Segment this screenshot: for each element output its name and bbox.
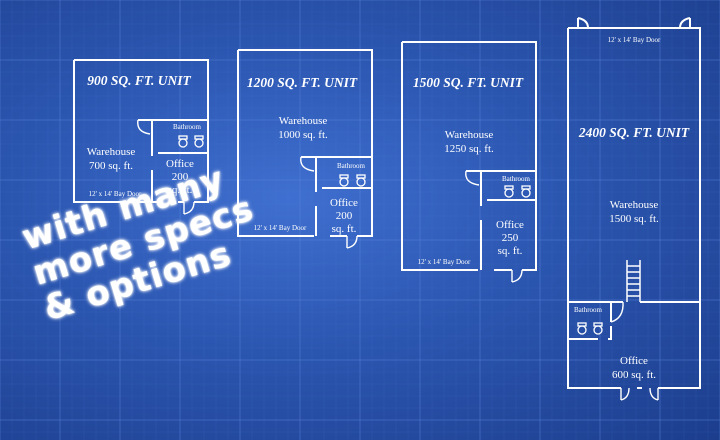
unit-1500-warehouse-label: Warehouse [445,129,494,141]
unit-2400-office-door-swing [610,301,624,323]
unit-900-bathroom-label: Bathroom [173,123,202,131]
unit-900-warehouse-label: Warehouse [87,146,136,158]
unit-1200-exit-door-swing [346,235,358,249]
unit-1500-bathroom-label: Bathroom [502,175,531,183]
unit-1500-plan [401,41,537,283]
unit-1200-office-label: Office [330,197,358,209]
unit-1200-fixtures [339,174,366,187]
unit-2400-outline [567,27,701,389]
unit-1200-office-unit: sq. ft. [332,223,357,235]
unit-1500-office-area: 250 [502,232,519,244]
unit-900-office-walls [138,119,208,202]
unit-900-fixtures [178,135,204,148]
unit-2400-stairs [626,260,641,302]
unit-1200-bathroom-label: Bathroom [337,162,366,170]
unit-1200-bay-door-label: 12' x 14' Bay Door [254,224,307,232]
unit-900-bay-door-label: 12' x 14' Bay Door [89,190,142,198]
unit-1500-outline [401,41,537,271]
unit-900-office-label: Office [166,158,194,170]
unit-900-warehouse-area: 700 sq. ft. [89,160,133,172]
unit-1500-office-unit: sq. ft. [498,245,523,257]
unit-900-exit-door-swing [183,201,195,215]
unit-900-plan [73,59,209,215]
unit-900-office-area: 200 [172,171,189,183]
unit-1500-exit-door-swing [511,269,523,283]
unit-2400-bathroom-label: Bathroom [574,306,603,314]
unit-900-title: 900 SQ. FT. UNIT [87,73,191,88]
unit-2400-office-area: 600 sq. ft. [612,369,656,381]
unit-900-outline [73,59,209,203]
unit-1200-warehouse-area: 1000 sq. ft. [278,129,328,141]
unit-1200-office-door-swing [300,156,315,172]
unit-1500-office-door-swing [465,170,480,186]
unit-2400-office-label: Office [620,355,648,367]
unit-1200-outline [237,49,373,237]
unit-1500-office-walls [466,170,536,270]
unit-2400-plan [567,17,701,401]
unit-2400-top-bay-door [577,17,691,29]
unit-1200-warehouse-label: Warehouse [279,115,328,127]
unit-2400-warehouse-area: 1500 sq. ft. [609,213,659,225]
unit-900-office-door-swing [137,119,151,135]
unit-900-office-unit: sq. ft. [168,184,193,196]
unit-1500-bay-door-label: 12' x 14' Bay Door [418,258,471,266]
unit-2400-warehouse-label: Warehouse [610,199,659,211]
unit-1200-title: 1200 SQ. FT. UNIT [247,75,358,90]
unit-2400-bathroom-walls [568,302,612,340]
unit-1500-fixtures [504,185,531,198]
unit-2400-entry-doors [620,387,659,401]
unit-1200-plan [237,49,373,249]
unit-1500-warehouse-area: 1250 sq. ft. [444,143,494,155]
unit-1200-office-walls [301,156,372,236]
unit-1500-title: 1500 SQ. FT. UNIT [413,75,524,90]
unit-1200-office-area: 200 [336,210,353,222]
unit-2400-fixtures [577,322,603,335]
unit-2400-bay-door-label: 12' x 14' Bay Door [608,36,661,44]
unit-2400-title: 2400 SQ. FT. UNIT [578,125,690,140]
unit-1500-office-label: Office [496,219,524,231]
